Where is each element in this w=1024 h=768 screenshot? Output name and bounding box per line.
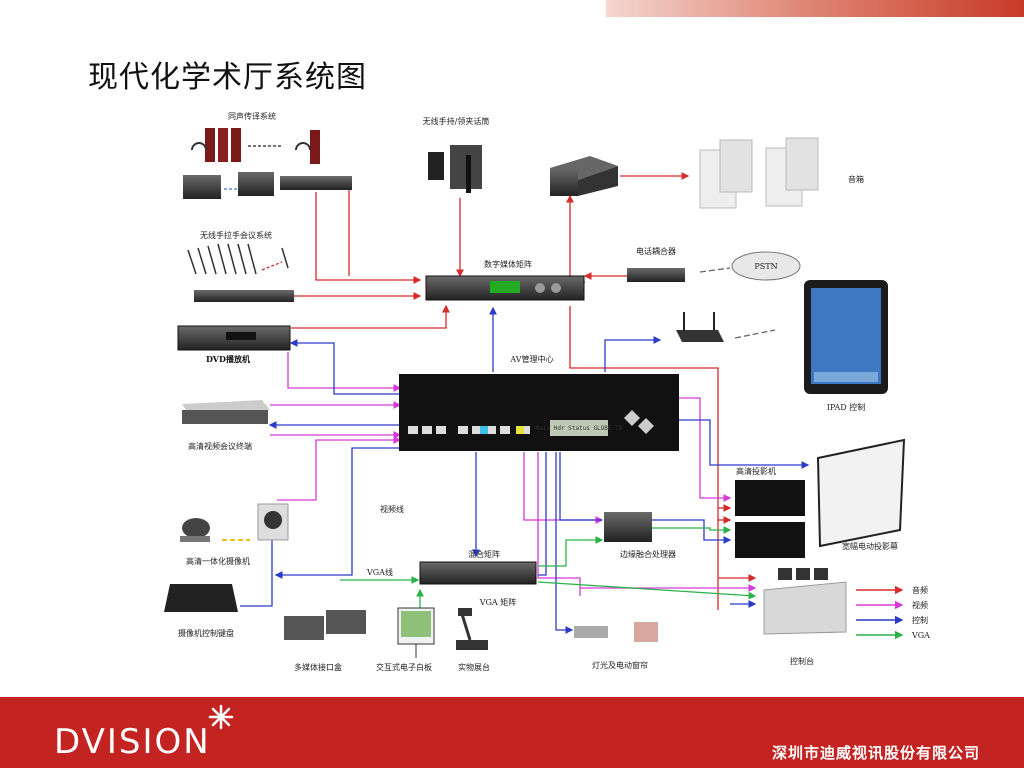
label-vga-matrix: VGA 矩阵 xyxy=(479,597,517,607)
label-speaker: 音箱 xyxy=(848,174,864,184)
label-lighting: 灯光及电动窗帘 xyxy=(592,660,648,670)
whiteboard-device xyxy=(397,607,435,658)
label-conference: 无线手拉手会议系统 xyxy=(200,230,272,240)
visualizer-device xyxy=(456,608,488,650)
dvd-player-device xyxy=(177,325,291,351)
control-console-device xyxy=(763,568,847,635)
pstn-cloud xyxy=(731,251,801,281)
ipad-device xyxy=(804,280,888,394)
amplifier-device xyxy=(550,156,618,196)
av-management-center-device xyxy=(399,374,679,451)
projector-device xyxy=(735,480,805,558)
label-whiteboard: 交互式电子白板 xyxy=(376,662,432,672)
conference-system-device xyxy=(187,243,294,302)
label-cam-keyboard: 摄像机控制键盘 xyxy=(178,628,234,638)
lighting-curtain-device xyxy=(574,622,658,642)
diagram-labels: 同声传译系统 无线手持/领夹话筒 音箱 无线手拉手会议系统 数字媒体矩阵 电话耦… xyxy=(178,111,898,672)
label-cable: 视频线 xyxy=(380,504,404,514)
legend-label: VGA xyxy=(911,631,930,640)
system-diagram: 同声传译系统 无线手持/领夹话筒 音箱 无线手拉手会议系统 数字媒体矩阵 电话耦… xyxy=(164,111,930,672)
hd-conference-terminal-device xyxy=(182,400,270,424)
legend-label: 音频 xyxy=(912,585,928,595)
label-ipad: IPAD 控制 xyxy=(827,402,866,412)
router-device xyxy=(676,312,724,342)
top-accent-bar xyxy=(606,0,1024,17)
label-interface-box: 多媒体接口盒 xyxy=(294,662,342,672)
phone-coupler-device xyxy=(627,268,685,282)
legend-label: 视频 xyxy=(912,600,928,610)
label-screen: 宽幅电动投影幕 xyxy=(842,541,898,551)
label-vga-line: VGA线 xyxy=(366,567,393,577)
label-hd-projector: 高清投影机 xyxy=(736,466,776,476)
legend-label: 控制 xyxy=(912,615,928,625)
camera-device xyxy=(180,503,289,542)
label-hd-terminal: 高清视频会议终端 xyxy=(188,441,252,451)
simultaneous-interpretation-devices xyxy=(183,128,352,199)
mixing-matrix-device xyxy=(419,561,537,585)
label-wireless-mic: 无线手持/领夹话筒 xyxy=(423,116,490,126)
projection-screen-device xyxy=(816,438,906,548)
label-camera: 高清一体化摄像机 xyxy=(186,556,250,566)
label-mix-matrix: 混合矩阵 xyxy=(468,549,500,559)
logo-star-icon xyxy=(208,704,234,730)
slide-title: 现代化学术厅系统图 xyxy=(88,60,367,95)
label-av-center: AV管理中心 xyxy=(509,354,553,364)
company-name: 深圳市迪威视讯股份有限公司 xyxy=(771,744,980,762)
label-dvd: DVD播放机 xyxy=(206,354,250,364)
digital-media-matrix-device xyxy=(425,275,585,301)
av-panel-display: Main Hdr Status GLOBE TB xyxy=(536,425,623,432)
label-console: 控制台 xyxy=(790,656,814,666)
label-simultaneous: 同声传译系统 xyxy=(228,111,276,121)
connections xyxy=(222,145,810,634)
edge-blending-processor-device xyxy=(604,512,652,542)
wireless-mic-device xyxy=(428,145,482,193)
camera-keyboard-device xyxy=(164,584,238,612)
interface-box-device xyxy=(284,610,366,640)
company-logo: DVISION xyxy=(54,722,211,762)
label-phone-coupler: 电话耦合器 xyxy=(636,246,676,256)
label-pstn: PSTN xyxy=(754,262,777,271)
footer-bar xyxy=(0,697,1024,768)
label-visualizer: 实物展台 xyxy=(458,662,490,672)
label-matrix: 数字媒体矩阵 xyxy=(484,259,532,269)
label-edge-blend: 边缘融合处理器 xyxy=(620,549,676,559)
speaker-device xyxy=(699,137,819,209)
